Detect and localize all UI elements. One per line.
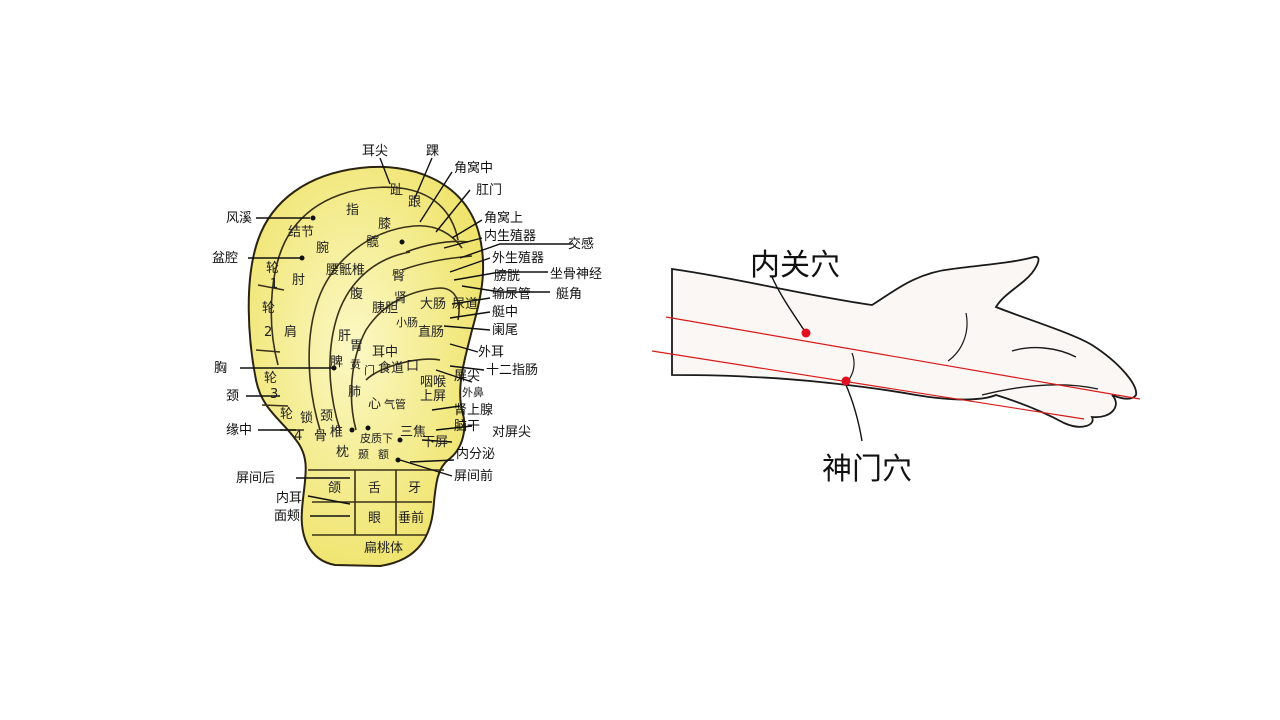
region-lun2: 轮	[262, 301, 275, 316]
label-jiaogan: 交感	[568, 236, 594, 252]
region-she: 舌	[368, 481, 381, 496]
label-jiaowozhong: 角窝中	[454, 160, 493, 176]
region-suo: 锁	[300, 410, 313, 426]
region-e: 额	[378, 448, 389, 461]
label-waibi: 外鼻	[462, 385, 484, 399]
region-xiaochang: 小肠	[396, 316, 418, 329]
label-ershi: 耳尖	[362, 144, 388, 159]
label-shuniaoguan: 输尿管	[492, 286, 531, 302]
region-wan: 腕	[316, 240, 329, 256]
meridian-line-lower	[651, 350, 1085, 420]
region-tun: 臀	[392, 269, 405, 284]
region-kuan: 髋	[366, 234, 379, 250]
label-jing-outer: 颈	[226, 389, 239, 404]
region-jian: 肩	[284, 324, 297, 340]
region-chuiqian: 垂前	[398, 510, 424, 526]
label-tingzhong: 艇中	[492, 305, 518, 320]
shenmen-label: 神门穴	[822, 452, 912, 487]
region-yaodizhui: 腰骶椎	[326, 263, 365, 278]
label-waishengzhiqi: 外生殖器	[492, 250, 544, 266]
region-jiejie: 结节	[288, 225, 314, 240]
shenmen-point	[841, 376, 851, 386]
region-zhi-finger: 指	[346, 203, 359, 218]
region-shangping: 上屏	[420, 389, 446, 404]
label-penqiang: 盆腔	[212, 251, 238, 266]
region-zhichang: 直肠	[418, 325, 444, 340]
region-lun4-num: 4	[294, 429, 302, 444]
region-xi: 膝	[378, 217, 391, 232]
label-neier: 内耳	[276, 490, 302, 506]
region-wei: 胃	[350, 339, 363, 354]
label-zuogushenjing: 坐骨神经	[550, 267, 602, 282]
label-pingjianhou: 屏间后	[236, 471, 275, 486]
hand-forearm-outline	[671, 256, 1137, 428]
label-shenshangxian: 肾上腺	[454, 403, 493, 418]
label-pingjianqian: 屏间前	[454, 468, 493, 484]
region-lun4: 轮	[280, 407, 293, 422]
region-fu: 腹	[350, 286, 363, 302]
label-tingjiao: 艇角	[556, 287, 582, 302]
region-ben: 贲	[350, 358, 361, 371]
label-yuanzhong: 缘中	[226, 423, 252, 438]
region-sanjiao: 三焦	[400, 425, 426, 440]
meridian-line-upper	[665, 316, 1141, 400]
region-gan: 肝	[338, 329, 351, 344]
ear-diagram: 耳尖 踝 角窝中 肛门 角窝上 内生殖器 交感 外生殖器 膀胱 坐骨神经 输尿管…	[212, 144, 602, 568]
ear-acupoint-chart: 耳尖 踝 角窝中 肛门 角窝上 内生殖器 交感 外生殖器 膀胱 坐骨神经 输尿管…	[200, 130, 620, 570]
region-zhou: 肘	[292, 273, 305, 288]
label-pangguang: 膀胱	[494, 268, 520, 284]
region-zhen: 枕	[336, 445, 349, 460]
region-zhui: 椎	[330, 425, 343, 440]
region-shen: 肾	[394, 291, 407, 306]
ear-outline	[247, 165, 485, 568]
label-neishengzhiqi: 内生殖器	[484, 228, 536, 244]
region-lun3-num: 3	[270, 387, 278, 402]
region-nie: 颞	[358, 448, 369, 461]
region-lun1: 轮	[266, 261, 279, 276]
label-pingjian: 屏尖	[454, 369, 480, 384]
label-naogan: 脑干	[454, 419, 480, 434]
label-shierzhichang: 十二指肠	[486, 363, 538, 378]
label-xiong: 胸	[214, 361, 227, 376]
wrist-diagram: 内关穴 神门穴	[651, 248, 1141, 487]
label-fengxi: 风溪	[226, 211, 252, 226]
region-lun2-num: 2	[264, 325, 272, 340]
region-ya: 牙	[408, 481, 421, 496]
label-waier: 外耳	[478, 345, 504, 360]
region-pizhixia: 皮质下	[360, 432, 393, 445]
region-yan: 眼	[368, 511, 381, 526]
label-neifenmi: 内分泌	[456, 446, 495, 462]
region-he: 颌	[328, 481, 341, 496]
region-niaodao: 尿道	[452, 297, 478, 312]
region-qiguan: 气管	[384, 397, 406, 411]
wrist-acupoint-illustration: 内关穴 神门穴	[651, 185, 1168, 535]
region-jing-inner: 颈	[320, 409, 333, 424]
region-dachang: 大肠	[420, 297, 446, 312]
label-lanwei: 阑尾	[492, 323, 518, 338]
region-lun1-num: 1	[270, 277, 278, 292]
region-pi: 脾	[330, 355, 343, 370]
region-kou: 口	[406, 359, 419, 374]
region-xiaping: 下屏	[422, 435, 448, 450]
neiguan-label: 内关穴	[750, 248, 840, 283]
region-gu: 骨	[314, 429, 327, 444]
region-xin: 心	[368, 397, 381, 412]
region-zhi: 趾	[390, 183, 403, 198]
region-yanhou: 咽喉	[420, 375, 446, 390]
region-lun3: 轮	[264, 371, 277, 386]
region-biantaoti: 扁桃体	[364, 541, 403, 556]
region-fei: 肺	[348, 385, 361, 400]
neiguan-point	[801, 328, 811, 338]
label-duipingjian: 对屏尖	[492, 425, 531, 440]
label-mianjia: 面颊	[274, 509, 300, 524]
region-gen: 跟	[408, 195, 421, 210]
region-shidao: 食道	[378, 360, 404, 376]
region-erzhong: 耳中	[372, 345, 398, 360]
label-huai: 踝	[426, 144, 439, 159]
label-ganmen: 肛门	[476, 183, 502, 198]
label-jiaowoshang: 角窝上	[484, 210, 523, 226]
region-men: 门	[364, 363, 375, 377]
region-yidan: 胰胆	[372, 301, 398, 316]
